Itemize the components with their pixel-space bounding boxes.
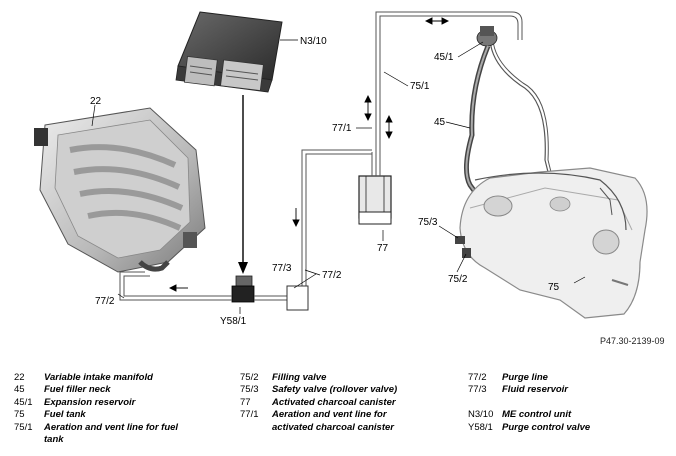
fuel-tank xyxy=(455,167,648,319)
callout-75-1: 75/1 xyxy=(410,81,430,92)
legend-description: Purge control valve xyxy=(502,421,591,433)
legend-number xyxy=(14,434,44,446)
legend-description: Activated charcoal canister xyxy=(272,396,396,408)
legend-item: 75/2 Filling valve xyxy=(240,372,460,384)
callout-77-1: 77/1 xyxy=(332,123,352,134)
legend-number xyxy=(240,422,272,434)
legend-number: 77/2 xyxy=(468,372,487,383)
canister-vent-line xyxy=(371,11,523,176)
legend-description: tank xyxy=(44,434,64,446)
figure-id: P47.30-2139-09 xyxy=(600,336,665,346)
legend-description: Aeration and vent line for xyxy=(272,409,387,421)
intake-manifold xyxy=(34,107,206,273)
callout-77: 77 xyxy=(377,243,389,254)
callout-22: 22 xyxy=(90,96,102,107)
legend-number: Y58/1 xyxy=(468,421,493,433)
tank-vent-line xyxy=(489,39,556,201)
callout-77-3: 77/3 xyxy=(272,263,292,274)
legend-number: 22 xyxy=(14,372,25,383)
leader-lines xyxy=(91,39,586,314)
legend-description: Fuel tank xyxy=(44,409,86,421)
legend-number: 77/1 xyxy=(240,409,259,421)
charcoal-canister xyxy=(358,175,392,225)
legend-item: 45 Fuel filler neck xyxy=(14,384,234,396)
me-control-unit xyxy=(175,11,283,93)
legend-number: 75/1 xyxy=(14,421,33,433)
expansion-reservoir xyxy=(476,26,498,47)
legend-column-2: 75/2 Filling valve 75/3 Safety valve (rollo… xyxy=(240,372,460,434)
legend-item: 22 Variable intake manifold xyxy=(14,372,234,384)
legend-description: Safety valve (rollover valve) xyxy=(272,384,398,396)
legend-description: Fluid reservoir xyxy=(502,384,568,396)
legend-item: 75 Fuel tank xyxy=(14,409,234,421)
legend-description: Expansion reservoir xyxy=(44,396,136,408)
purge-line xyxy=(119,149,372,301)
legend-item: tank xyxy=(14,434,234,446)
legend-description: Fuel filler neck xyxy=(44,384,111,396)
flow-arrows xyxy=(168,17,450,292)
legend-number: 75/2 xyxy=(240,372,259,383)
legend-item: 75/3 Safety valve (rollover valve) xyxy=(240,384,460,396)
legend-number xyxy=(468,397,502,409)
legend-item: 77/3 Fluid reservoir xyxy=(468,384,668,396)
legend-item: 77/1 Aeration and vent line for xyxy=(240,409,460,421)
fuel-filler-neck-highlight xyxy=(465,45,489,229)
callout-75-3: 75/3 xyxy=(418,217,438,228)
legend-item: 77 Activated charcoal canister xyxy=(240,397,460,409)
callout-45: 45 xyxy=(434,117,446,128)
evap-system-diagram: 22 N3/10 45/1 75/1 45 77/1 75/3 75/2 77 … xyxy=(34,11,665,346)
legend-item: 77/2 Purge line xyxy=(468,372,668,384)
signal-arrowhead xyxy=(238,262,248,274)
legend-description: Aeration and vent line for fuel xyxy=(44,421,179,433)
callout-77-2-left: 77/2 xyxy=(95,296,115,307)
legend-item: Y58/1 Purge control valve xyxy=(468,422,668,434)
legend-item: activated charcoal canister xyxy=(240,422,460,434)
fluid-reservoir xyxy=(286,285,309,311)
callout-45-1: 45/1 xyxy=(434,52,454,63)
callout-77-2: 77/2 xyxy=(322,270,342,281)
legend-number: 75 xyxy=(14,409,25,421)
legend-item: N3/10 ME control unit xyxy=(468,409,668,421)
legend-number: 77 xyxy=(240,396,251,408)
legend-description: activated charcoal canister xyxy=(272,421,394,433)
legend-description: Purge line xyxy=(502,372,548,383)
legend-description: Filling valve xyxy=(272,372,327,383)
callout-75-2: 75/2 xyxy=(448,274,468,285)
legend-number: N3/10 xyxy=(468,409,494,421)
legend-description: ME control unit xyxy=(502,409,572,421)
purge-control-valve xyxy=(231,275,255,303)
legend-item: 45/1 Expansion reservoir xyxy=(14,397,234,409)
legend-column-1: 22 Variable intake manifold 45 Fuel filler … xyxy=(14,372,234,446)
legend-number: 75/3 xyxy=(240,384,259,396)
callout-y58-1: Y58/1 xyxy=(220,316,247,327)
legend-number: 45 xyxy=(14,384,25,396)
tank-vent-line-outer xyxy=(492,39,559,201)
legend-number: 77/3 xyxy=(468,384,487,396)
legend-item: 75/1 Aeration and vent line for fuel xyxy=(14,422,234,434)
legend-description: Variable intake manifold xyxy=(44,372,153,383)
callout-n3-10: N3/10 xyxy=(300,36,327,47)
legend-item xyxy=(468,397,668,409)
legend-number: 45/1 xyxy=(14,396,33,408)
legend: 22 Variable intake manifold 45 Fuel filler … xyxy=(0,372,676,456)
callout-75: 75 xyxy=(548,282,560,293)
